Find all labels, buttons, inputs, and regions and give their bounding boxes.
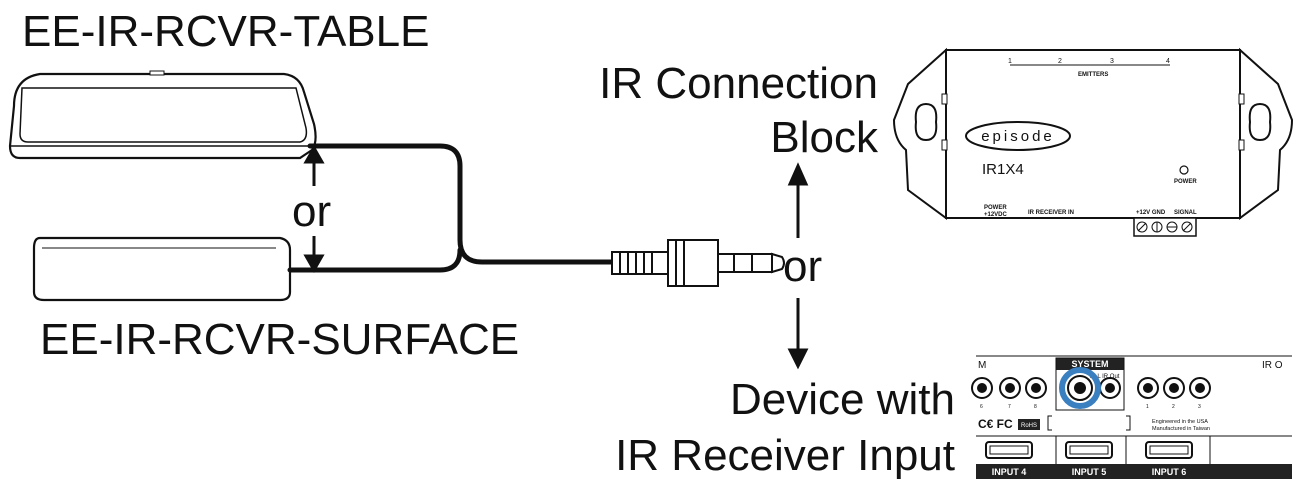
terminal-label: SIGNAL (1174, 210, 1197, 216)
ir-receiver-in-label: IR RECEIVER IN (1028, 210, 1074, 216)
or-label-right: or (783, 242, 823, 291)
power-voltage-label: +12VDC (984, 212, 1008, 218)
emitter-number: 1 (1008, 58, 1012, 65)
emitter-number: 2 (1058, 58, 1062, 65)
input-label: INPUT 4 (992, 467, 1027, 477)
or-arrow-left (303, 144, 325, 274)
system-label: SYSTEM (1071, 359, 1108, 369)
power-led-label: POWER (1174, 179, 1197, 185)
ir-block-label-line2: Block (770, 113, 878, 162)
jack-number: 6 (980, 404, 983, 410)
manufactured-line: Manufactured in Taiwan (1152, 426, 1210, 432)
audio-plug (611, 239, 785, 287)
or-label-left: or (292, 187, 332, 236)
brand-logo: episode (981, 128, 1055, 145)
surface-receiver-label: EE-IR-RCVR-SURFACE (40, 315, 520, 364)
device-label-line2: IR Receiver Input (615, 431, 955, 480)
input-label: INPUT 5 (1072, 467, 1107, 477)
receiver-cables (287, 143, 615, 273)
or-arrow-right (787, 162, 809, 370)
table-receiver-label: EE-IR-RCVR-TABLE (22, 7, 430, 56)
terminal-label: +12V GND (1136, 210, 1166, 216)
model-label: IR1X4 (982, 161, 1024, 178)
device-label-line1: Device with (730, 375, 955, 424)
jack-number: 3 (1198, 404, 1201, 410)
ir-block-label-line1: IR Connection (599, 59, 878, 108)
surface-receiver-device (32, 236, 292, 302)
right-group-label: IR O (1262, 360, 1283, 371)
all-ir-out-label: ALL IR Out (1090, 374, 1120, 380)
jack-number: 2 (1172, 404, 1175, 410)
jack-number: 7 (1008, 404, 1011, 410)
emitters-label: EMITTERS (1078, 72, 1108, 78)
emitter-number: 4 (1166, 58, 1170, 65)
table-receiver-device (8, 70, 317, 160)
jack-number: 8 (1034, 404, 1037, 410)
power-label: POWER (984, 205, 1007, 211)
rohs-label: RoHS (1021, 423, 1037, 429)
cert-marks: C€ FC (978, 417, 1013, 431)
highlight-ring (1059, 367, 1101, 409)
left-group-label: M (978, 360, 986, 371)
jack-number: 1 (1146, 404, 1149, 410)
ir-connection-block: 1 2 3 4 EMITTERS episode IR1X4 POWER POW… (892, 47, 1294, 237)
power-led (1179, 165, 1189, 175)
terminal-strip (1133, 217, 1197, 237)
input-label: INPUT 6 (1152, 467, 1187, 477)
device-rear-panel: M SYSTEM ALL IR Out IR O 6 7 8 1 2 3 C€ … (971, 355, 1292, 479)
engineered-line: Engineered in the USA (1152, 419, 1208, 425)
emitter-number: 3 (1110, 58, 1114, 65)
